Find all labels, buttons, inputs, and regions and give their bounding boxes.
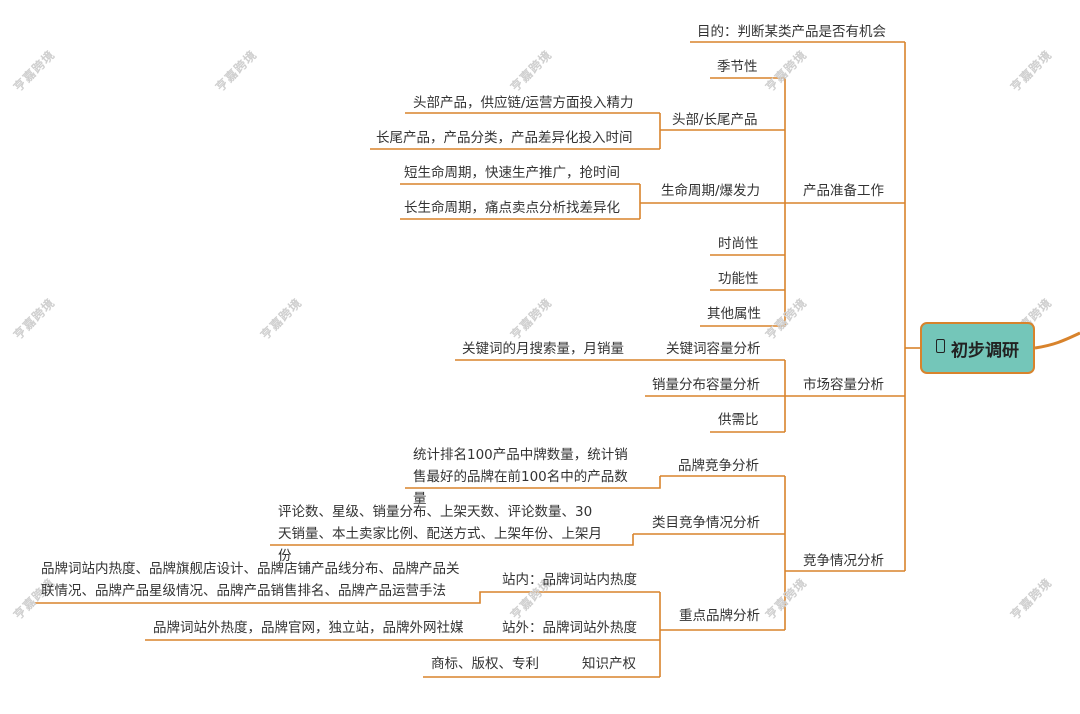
node-offsite-detail[interactable]: 品牌词站外热度，品牌官网，独立站，品牌外网社媒 [153,620,464,636]
node-sales-distribution[interactable]: 销量分布容量分析 [652,377,760,393]
connector-line-1 [1034,331,1080,350]
node-head-product[interactable]: 头部产品，供应链/运营方面投入精力 [413,95,634,111]
connector-line-27 [405,476,661,489]
phone-icon [936,339,945,353]
node-seasonality[interactable]: 季节性 [717,59,758,75]
node-offsite-brand[interactable]: 站外：品牌词站外热度 [502,620,637,636]
node-brand-competition-detail[interactable]: 统计排名100产品中牌数量，统计销售最好的品牌在前100名中的产品数量 [413,447,628,507]
node-tail-product[interactable]: 长尾产品，产品分类，产品差异化投入时间 [376,130,633,146]
node-function[interactable]: 功能性 [718,271,759,287]
node-other-attr[interactable]: 其他属性 [707,306,761,322]
root-topic[interactable]: 初步调研 [920,322,1035,374]
node-long-lifecycle[interactable]: 长生命周期，痛点卖点分析找差异化 [404,200,620,216]
node-category-competition[interactable]: 类目竞争情况分析 [652,515,760,531]
node-onsite-detail[interactable]: 品牌词站内热度、品牌旗舰店设计、品牌店铺产品线分布、品牌产品关联情况、品牌产品星… [41,561,460,599]
node-keyword-capacity[interactable]: 关键词容量分析 [666,341,761,357]
node-onsite-brand[interactable]: 站内：品牌词站内热度 [502,572,637,588]
branch-market-capacity[interactable]: 市场容量分析 [803,377,884,393]
node-ip-detail[interactable]: 商标、版权、专利 [431,656,539,672]
node-lifecycle[interactable]: 生命周期/爆发力 [661,183,761,199]
node-head-tail[interactable]: 头部/长尾产品 [672,112,758,128]
node-short-lifecycle[interactable]: 短生命周期，快速生产推广，抢时间 [404,165,620,181]
node-goal[interactable]: 目的：判断某类产品是否有机会 [697,24,886,40]
branch-competition[interactable]: 竞争情况分析 [803,553,884,569]
node-supply-demand[interactable]: 供需比 [718,412,759,428]
node-keyword-detail[interactable]: 关键词的月搜索量，月销量 [462,341,624,357]
node-key-brand[interactable]: 重点品牌分析 [679,608,760,624]
node-brand-competition[interactable]: 品牌竞争分析 [678,458,759,474]
branch-product-prep[interactable]: 产品准备工作 [803,183,884,199]
node-fashion[interactable]: 时尚性 [718,236,759,252]
node-category-detail[interactable]: 评论数、星级、销量分布、上架天数、评论数量、30天销量、本土卖家比例、配送方式、… [278,504,602,564]
connector-line-33 [35,591,495,604]
root-label: 初步调研 [951,340,1019,361]
connector-line-29 [270,534,634,546]
node-ip[interactable]: 知识产权 [582,656,636,672]
